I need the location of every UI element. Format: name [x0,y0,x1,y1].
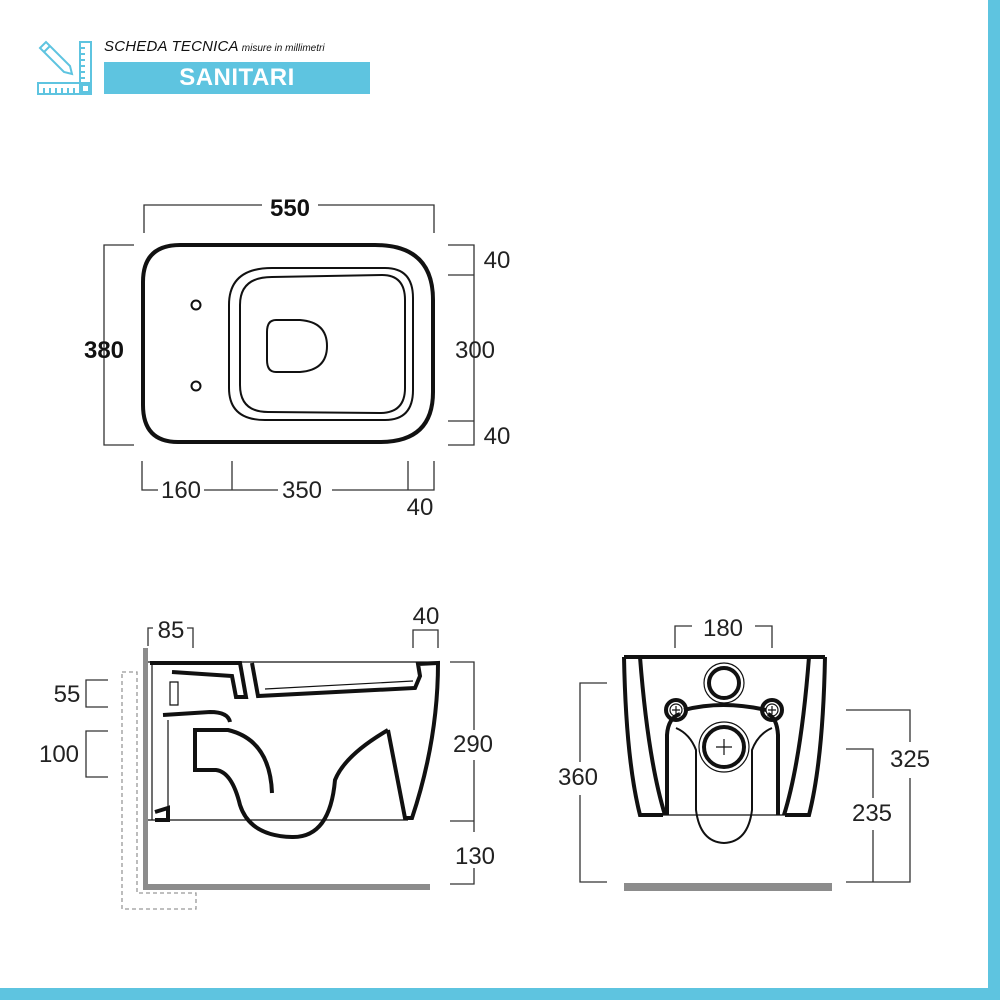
sheet-title: SCHEDA TECNICA [104,38,239,55]
dim-top-right-middle: 300 [455,337,495,364]
ruler-pencil-icon [37,40,92,95]
dim-front-fixing-span: 180 [703,615,743,642]
floor-line [143,884,430,890]
dim-side-top-right: 40 [413,603,440,630]
dim-front-right-inner: 235 [852,800,892,827]
dim-side-top-left: 85 [158,617,185,644]
wall-line [143,648,148,890]
frame-border-right [988,0,1000,1000]
dim-top-width: 550 [270,195,310,222]
dim-front-left-height: 360 [558,764,598,791]
dim-top-depth: 380 [84,337,124,364]
dim-top-bottom-right: 40 [407,494,434,521]
frame-border-bottom [0,988,1000,1000]
front-view: 180 360 325 235 [558,615,930,891]
category-band: SANITARI [104,62,370,94]
dim-side-left-upper: 55 [54,681,81,708]
dim-front-right-outer: 325 [890,746,930,773]
dim-side-floor-clearance: 130 [455,843,495,870]
dim-top-bottom-middle: 350 [282,477,322,504]
dim-side-left-lower: 100 [39,741,79,768]
dim-top-right-top: 40 [484,247,511,274]
dim-top-right-bottom: 40 [484,423,511,450]
dim-side-height: 290 [453,731,493,758]
dim-top-bottom-left: 160 [161,477,201,504]
front-floor-line [624,883,832,891]
units-note: misure in millimetri [241,43,325,54]
top-view: 550 380 40 300 40 160 350 40 [84,195,510,521]
side-view: 85 40 55 100 290 130 [39,603,495,910]
